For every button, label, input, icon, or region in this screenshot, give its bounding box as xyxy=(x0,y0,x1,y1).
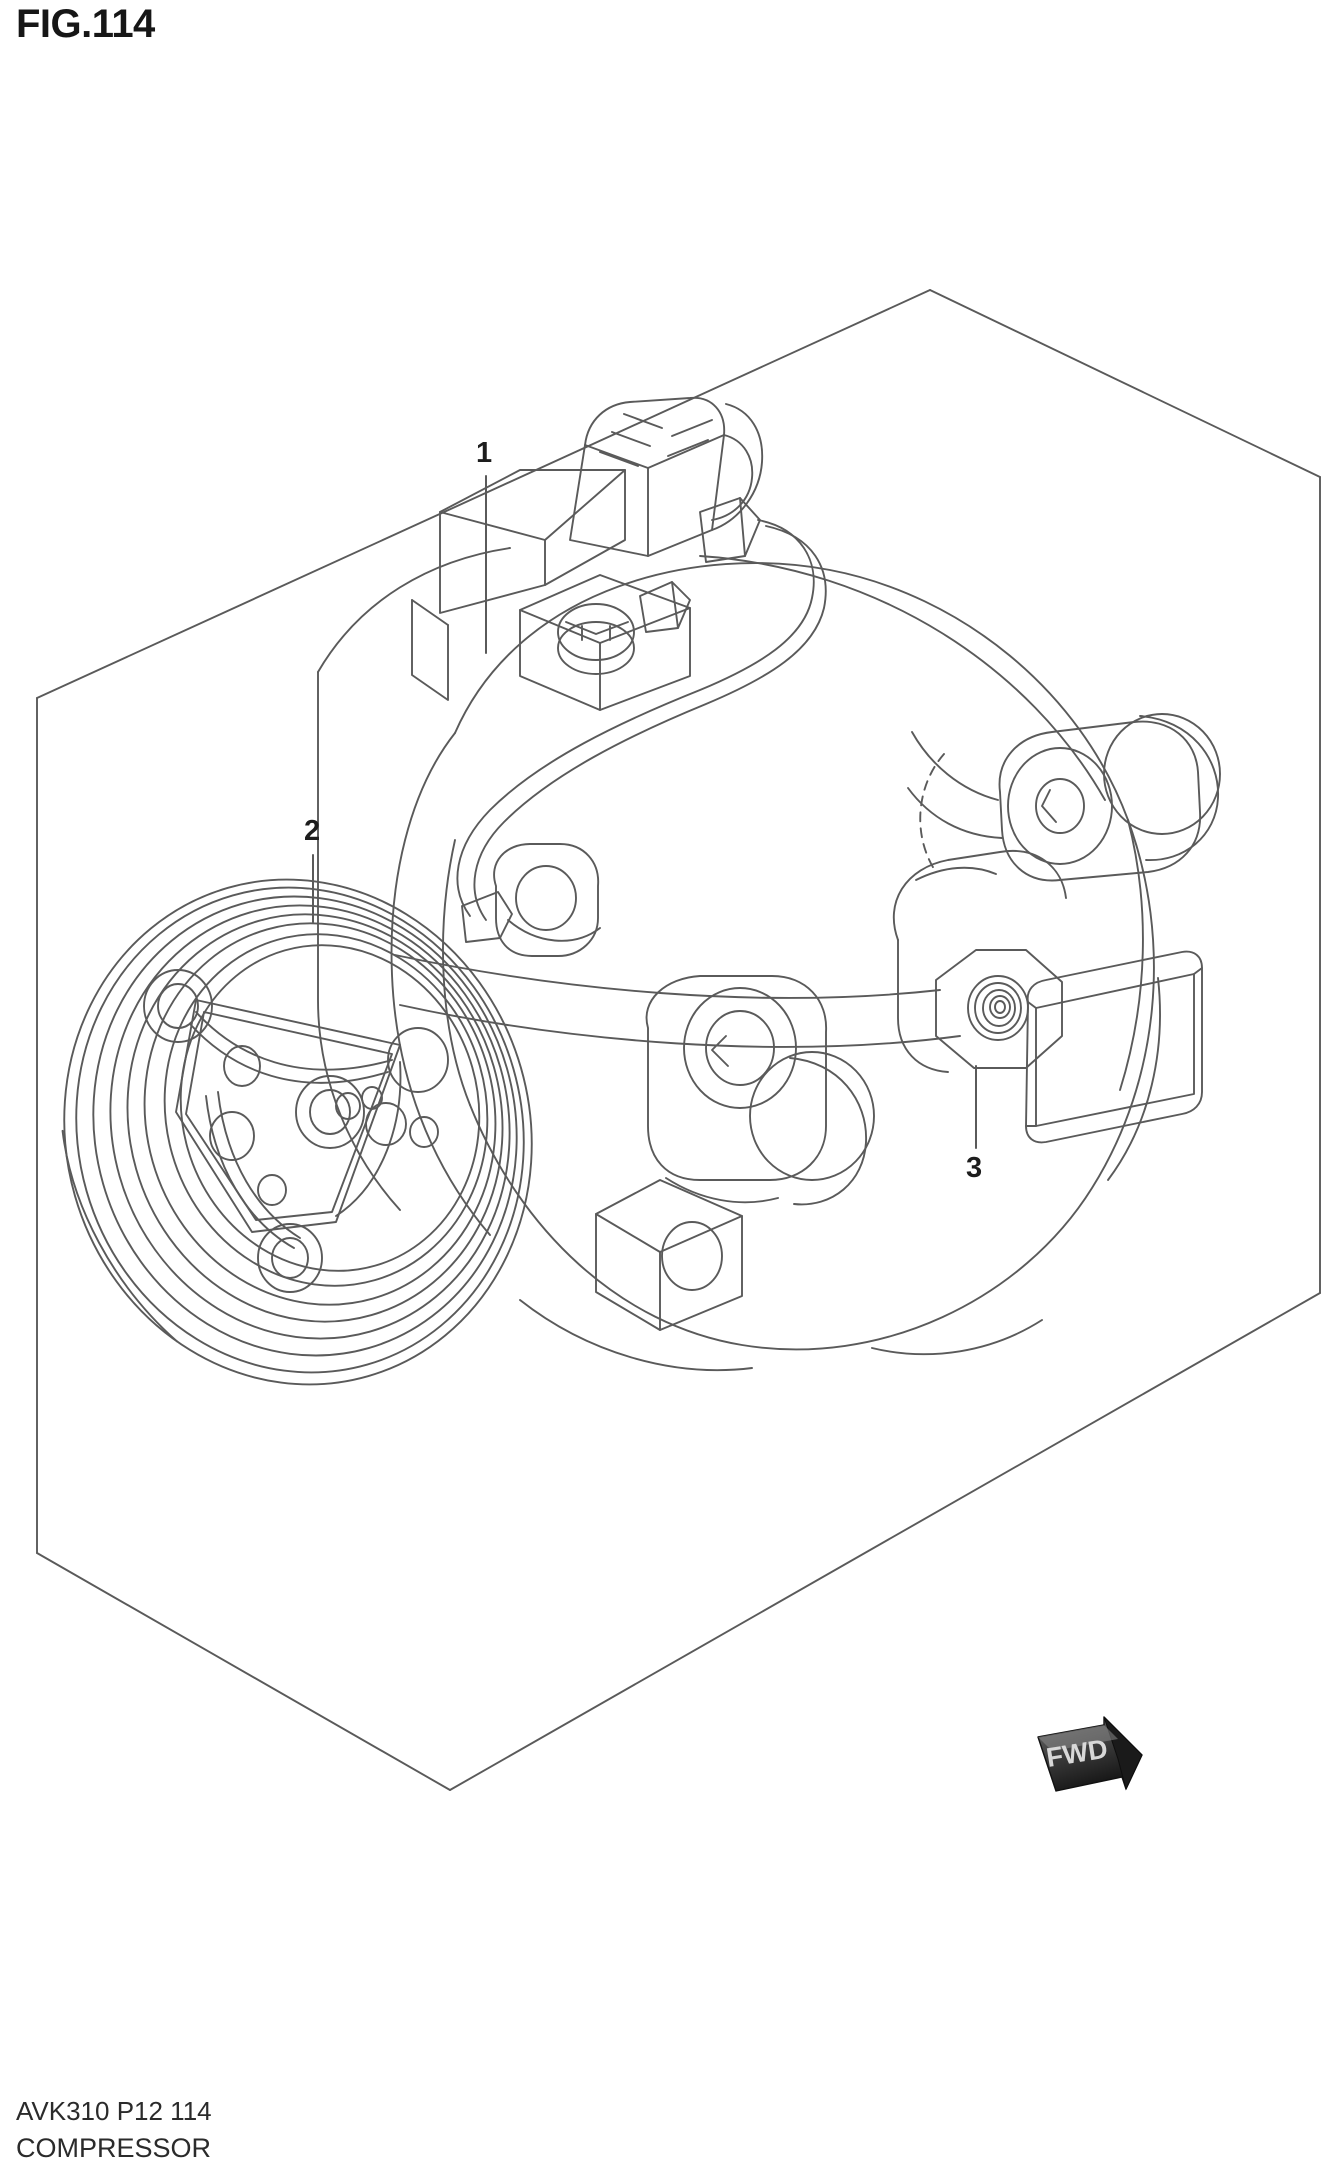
electrical-connector xyxy=(569,397,764,563)
footer-part-code: AVK310 P12 114 xyxy=(16,2096,212,2126)
isometric-frame xyxy=(36,289,1321,1791)
callout-leaders xyxy=(312,475,977,1149)
mounting-boss-left xyxy=(493,843,601,957)
nameplate-label xyxy=(1025,950,1203,1144)
fwd-arrow-icon: FWD xyxy=(1037,1716,1143,1792)
footer: AVK310 P12 114 COMPRESSOR xyxy=(16,2093,212,2167)
mounting-bracket-top xyxy=(411,469,691,711)
clutch-pulley xyxy=(61,878,533,1386)
fwd-direction-marker: FWD xyxy=(1030,1715,1200,1830)
callout-number-3[interactable]: 3 xyxy=(966,1152,983,1184)
magnetic-clutch-hub-plate xyxy=(143,969,449,1293)
service-port-discharge xyxy=(907,713,1221,882)
callout-number-2[interactable]: 2 xyxy=(304,815,321,847)
footer-assembly-name: COMPRESSOR xyxy=(16,2133,212,2163)
compressor-body xyxy=(317,547,1155,1351)
mounting-boss-front xyxy=(645,975,875,1206)
figure-title: FIG.114 xyxy=(16,2,155,46)
shell-contours xyxy=(519,977,1161,1372)
callout-number-1[interactable]: 1 xyxy=(476,437,493,469)
wire-lead xyxy=(456,519,827,943)
service-valve-port xyxy=(892,850,1067,1073)
mounting-boss-lower-left xyxy=(595,1179,743,1331)
